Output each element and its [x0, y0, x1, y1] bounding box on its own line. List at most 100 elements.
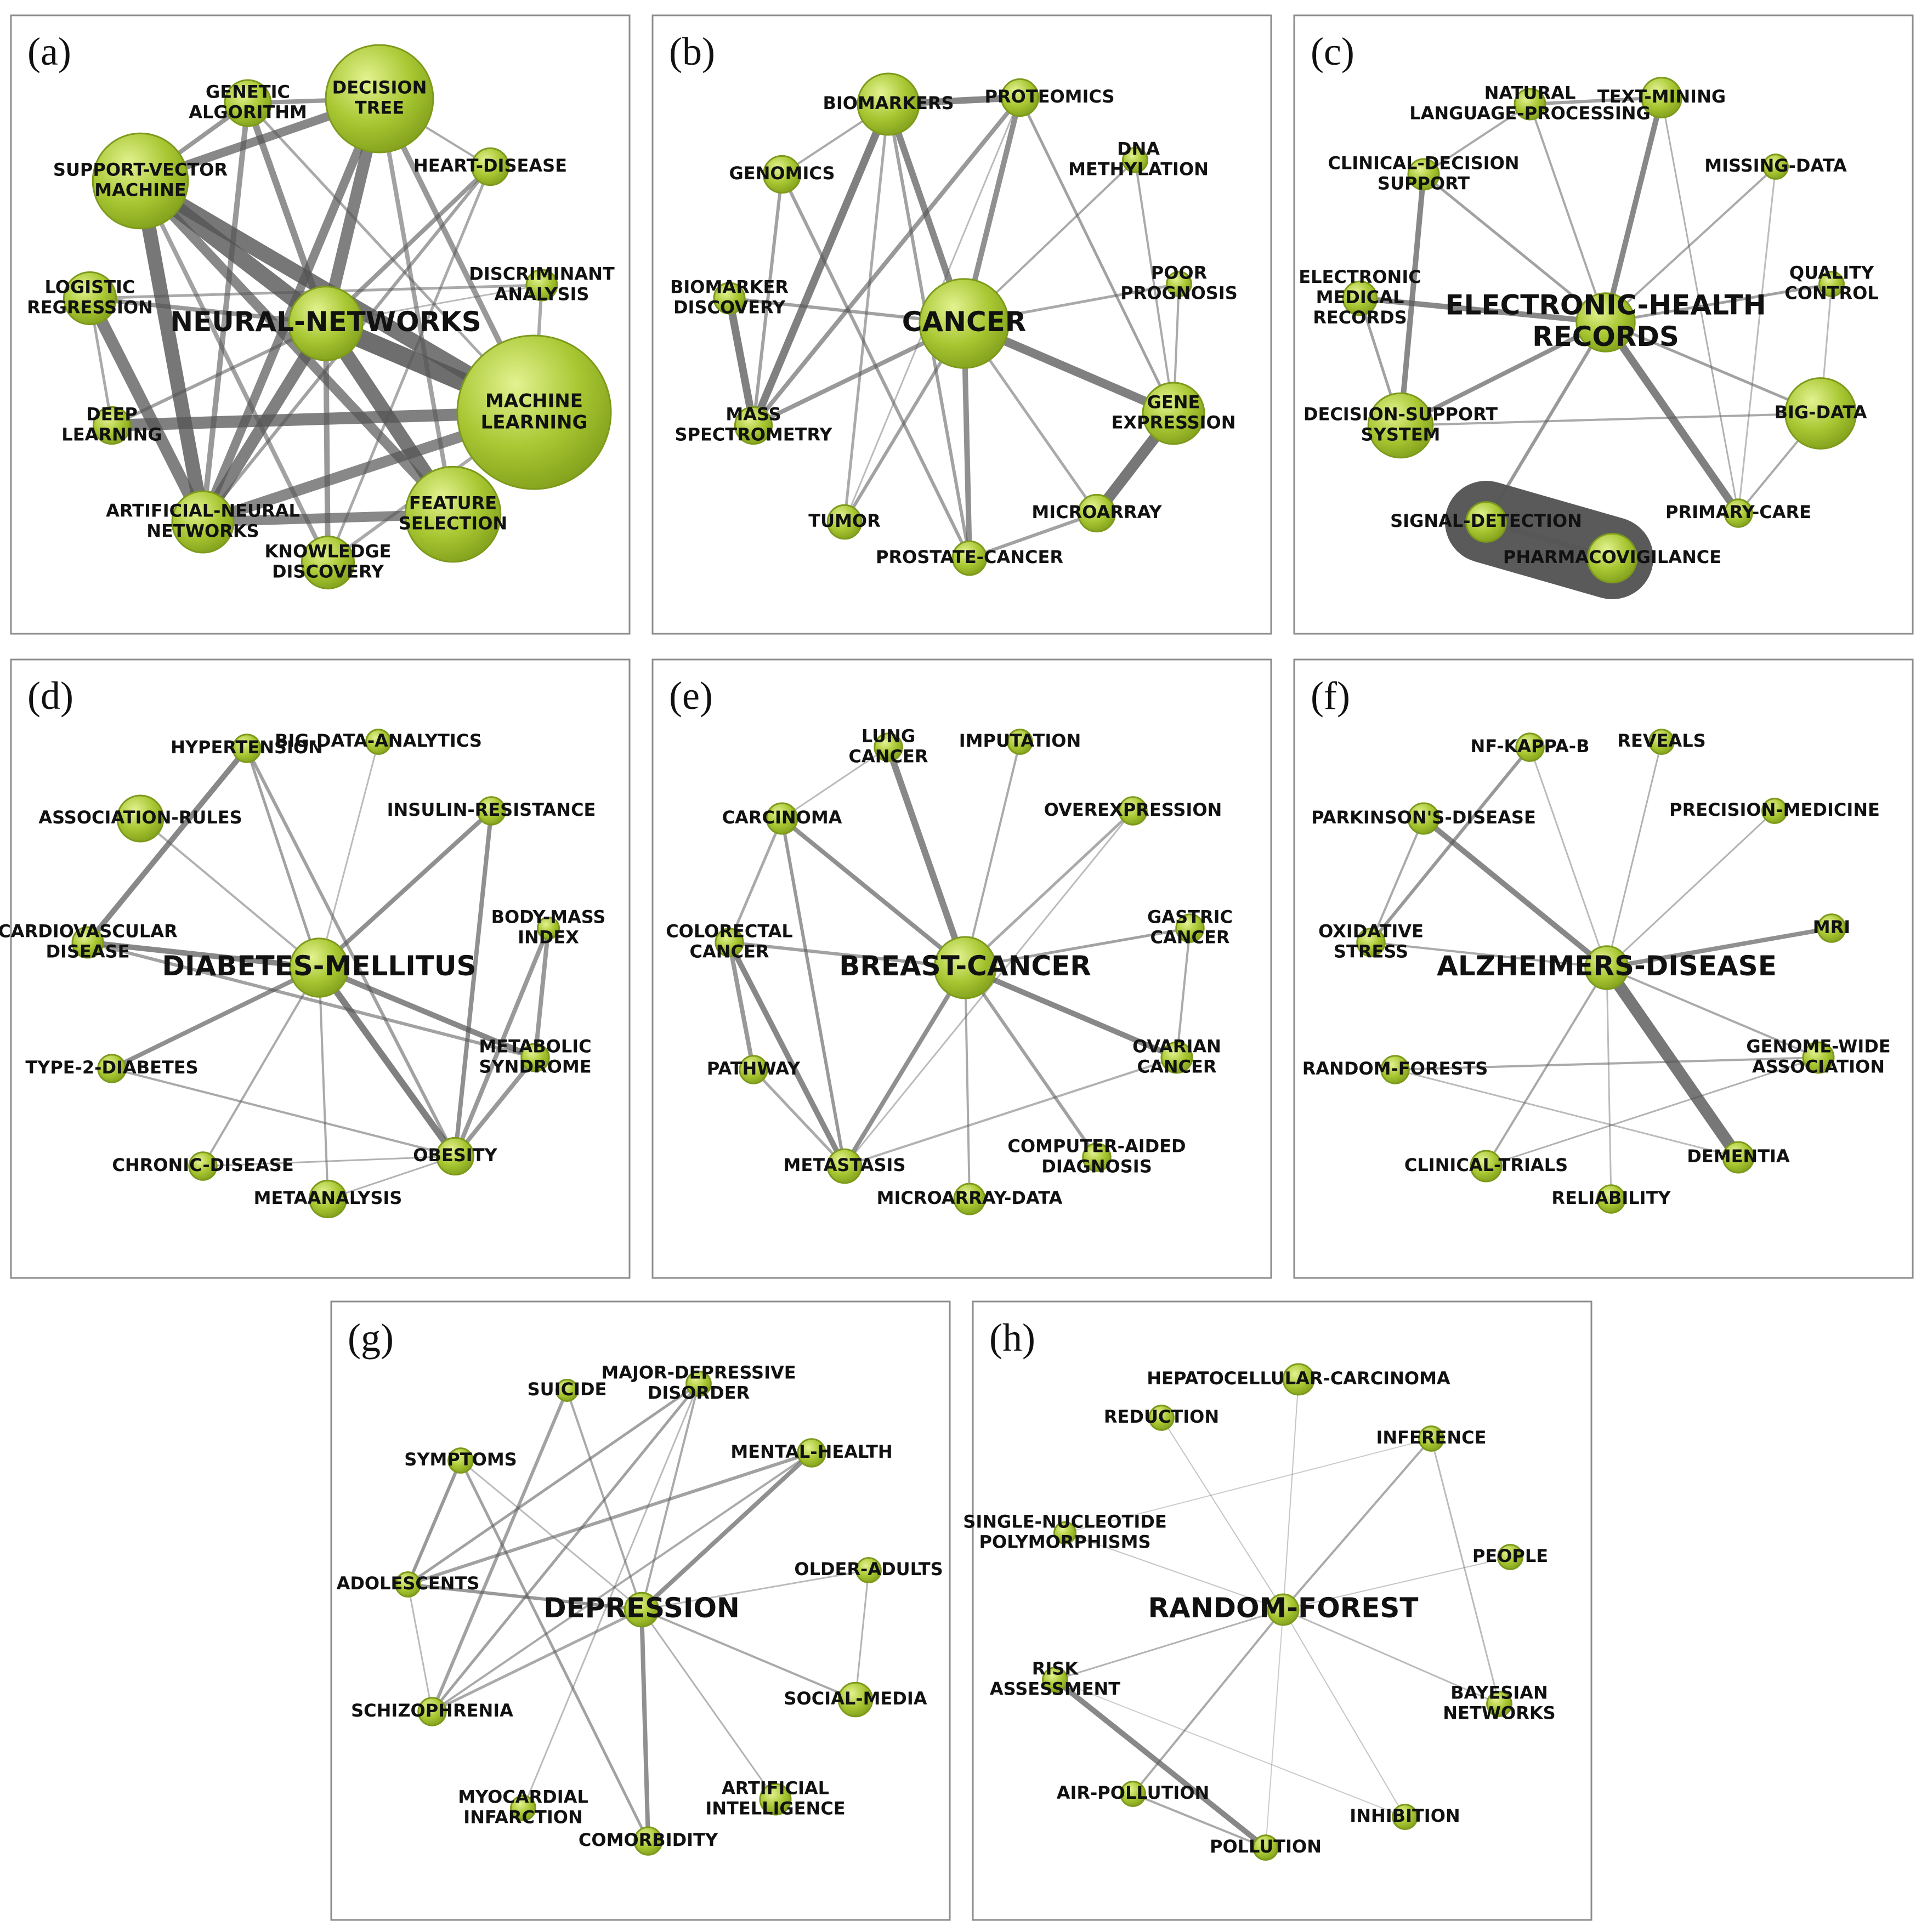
- node-ga[interactable]: [224, 79, 272, 127]
- node-hyp[interactable]: [232, 734, 262, 763]
- node-bc[interactable]: [933, 936, 997, 999]
- edge-ado-sch: [407, 1583, 433, 1713]
- node-pd[interactable]: [1407, 802, 1440, 835]
- node-hcc[interactable]: [1282, 1363, 1315, 1396]
- node-gc[interactable]: [1175, 913, 1205, 943]
- node-pm[interactable]: [1761, 798, 1788, 824]
- node-gwa[interactable]: [1802, 1041, 1835, 1074]
- node-kd[interactable]: [301, 535, 355, 590]
- node-sym[interactable]: [447, 1447, 474, 1474]
- edge-mi2-mdd: [522, 1383, 700, 1809]
- node-dl[interactable]: [92, 406, 132, 445]
- node-ap[interactable]: [1120, 1781, 1146, 1807]
- node-qc[interactable]: [1818, 271, 1845, 297]
- node-oa[interactable]: [855, 1557, 882, 1583]
- node-imp[interactable]: [1007, 729, 1033, 755]
- node-rel[interactable]: [1596, 1184, 1626, 1214]
- node-ai[interactable]: [759, 1783, 792, 1816]
- node-oc[interactable]: [1160, 1041, 1193, 1074]
- node-bm[interactable]: [857, 72, 920, 136]
- node-ann[interactable]: [171, 490, 235, 554]
- node-dm[interactable]: [289, 937, 349, 998]
- node-ge[interactable]: [762, 155, 802, 194]
- node-ms[interactable]: [734, 406, 773, 445]
- node-da[interactable]: [525, 269, 558, 302]
- node-ove[interactable]: [1118, 796, 1148, 826]
- node-sd[interactable]: [1465, 501, 1507, 543]
- node-bmi[interactable]: [536, 916, 560, 940]
- node-ob[interactable]: [435, 1137, 475, 1176]
- node-rfo[interactable]: [1267, 1593, 1300, 1626]
- node-bn[interactable]: [1486, 1691, 1512, 1717]
- node-fs[interactable]: [404, 465, 502, 563]
- node-sch[interactable]: [417, 1697, 447, 1726]
- node-ca[interactable]: [919, 278, 1010, 369]
- node-bd[interactable]: [713, 282, 746, 315]
- node-inf[interactable]: [1418, 1425, 1444, 1452]
- node-pp[interactable]: [1166, 271, 1192, 297]
- node-tm[interactable]: [1641, 77, 1682, 118]
- node-ct[interactable]: [1470, 1150, 1503, 1183]
- node-car[interactable]: [766, 802, 798, 835]
- node-rf[interactable]: [1380, 1055, 1410, 1084]
- node-mri[interactable]: [1817, 913, 1846, 943]
- node-bgd[interactable]: [1784, 377, 1857, 450]
- node-snp[interactable]: [1053, 1521, 1077, 1545]
- node-cds[interactable]: [1407, 158, 1440, 191]
- node-cd[interactable]: [188, 1151, 218, 1181]
- node-inh[interactable]: [1392, 1804, 1418, 1830]
- node-dss[interactable]: [1367, 392, 1434, 459]
- node-dem[interactable]: [1722, 1141, 1755, 1174]
- node-emr[interactable]: [1342, 280, 1378, 316]
- node-ms2[interactable]: [520, 1043, 550, 1072]
- node-dep[interactable]: [624, 1592, 660, 1628]
- node-ml[interactable]: [456, 334, 612, 490]
- node-pw[interactable]: [739, 1055, 768, 1084]
- node-red[interactable]: [1148, 1405, 1175, 1431]
- node-ma[interactable]: [308, 1179, 348, 1219]
- node-ar[interactable]: [116, 794, 165, 843]
- node-mh[interactable]: [797, 1438, 826, 1468]
- node-met[interactable]: [826, 1148, 863, 1184]
- node-mad[interactable]: [953, 1183, 986, 1215]
- node-pr[interactable]: [1000, 78, 1040, 117]
- node-hd[interactable]: [471, 147, 510, 186]
- node-peo[interactable]: [1497, 1544, 1523, 1570]
- node-cvd[interactable]: [71, 926, 104, 959]
- node-bda[interactable]: [365, 729, 392, 755]
- node-ir[interactable]: [477, 796, 506, 826]
- node-ado[interactable]: [395, 1571, 421, 1598]
- node-sm[interactable]: [837, 1681, 874, 1718]
- node-mi2[interactable]: [510, 1795, 536, 1821]
- edge-cvd-ms2: [86, 941, 537, 1059]
- node-nn[interactable]: [288, 286, 364, 361]
- node-mdd[interactable]: [685, 1371, 712, 1397]
- node-os[interactable]: [1356, 928, 1386, 957]
- node-tu[interactable]: [826, 504, 863, 540]
- node-dna[interactable]: [1122, 147, 1148, 173]
- panel-h: RANDOM-FORESTHEPATOCELLULAR-CARCINOMARED…: [963, 1300, 1592, 1921]
- node-lc[interactable]: [874, 732, 903, 762]
- node-pcr[interactable]: [1724, 498, 1753, 528]
- node-rev[interactable]: [1648, 729, 1675, 755]
- node-t2d[interactable]: [97, 1054, 127, 1083]
- node-cad[interactable]: [1082, 1143, 1112, 1172]
- node-pv[interactable]: [1586, 532, 1638, 584]
- node-md[interactable]: [1762, 154, 1789, 180]
- node-com[interactable]: [633, 1826, 663, 1856]
- node-crc[interactable]: [715, 928, 744, 957]
- node-pc[interactable]: [951, 540, 988, 576]
- node-sui[interactable]: [555, 1378, 579, 1402]
- node-pol[interactable]: [1252, 1834, 1279, 1861]
- node-nfk[interactable]: [1515, 732, 1545, 762]
- node-lr[interactable]: [63, 271, 117, 326]
- node-mi[interactable]: [1077, 493, 1116, 533]
- node-nlp[interactable]: [1514, 88, 1546, 121]
- node-dt[interactable]: [325, 44, 434, 154]
- node-ad[interactable]: [1584, 945, 1629, 990]
- node-ra[interactable]: [1042, 1667, 1068, 1693]
- node-label-met: METASTASIS: [784, 1155, 906, 1175]
- node-gx[interactable]: [1142, 382, 1205, 445]
- node-svm[interactable]: [92, 132, 189, 230]
- node-ehr[interactable]: [1575, 292, 1636, 353]
